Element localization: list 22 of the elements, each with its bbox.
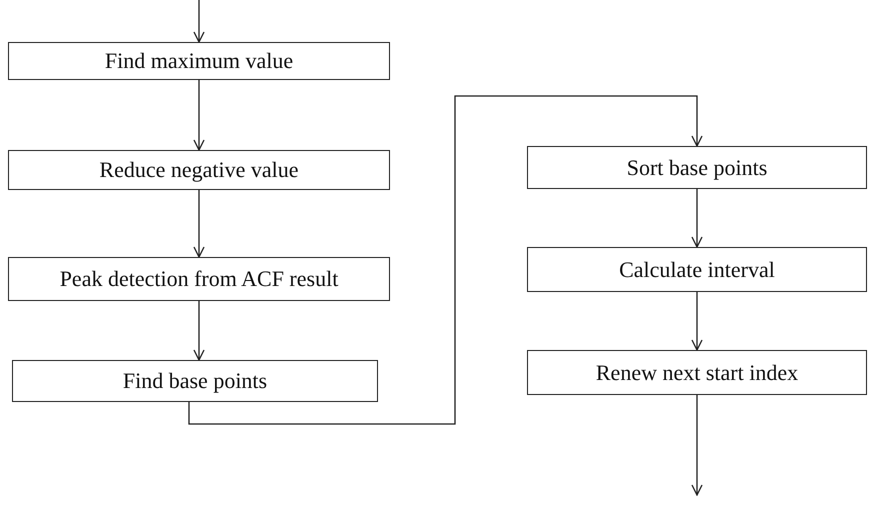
process-box xyxy=(8,150,390,190)
step-label: Calculate interval xyxy=(619,256,775,282)
process-box xyxy=(8,42,390,80)
process-box xyxy=(527,247,867,292)
arrow xyxy=(193,80,205,151)
process-box xyxy=(527,146,867,189)
arrow xyxy=(188,95,703,425)
step-label: Find base points xyxy=(122,368,268,394)
process-box xyxy=(8,257,390,301)
process-box xyxy=(12,360,378,402)
step-label: Sort base points xyxy=(626,154,768,180)
process-box xyxy=(527,350,867,395)
step-label: Peak detection from ACF result xyxy=(60,266,338,292)
arrow xyxy=(691,189,703,248)
arrow xyxy=(193,0,205,43)
step-label: Find maximum value xyxy=(104,48,294,74)
arrow xyxy=(691,292,703,351)
step-label: Renew next start index xyxy=(596,360,798,386)
arrow xyxy=(193,190,205,258)
arrow xyxy=(691,395,703,496)
step-label: Reduce negative value xyxy=(99,157,299,183)
arrow xyxy=(193,301,205,361)
